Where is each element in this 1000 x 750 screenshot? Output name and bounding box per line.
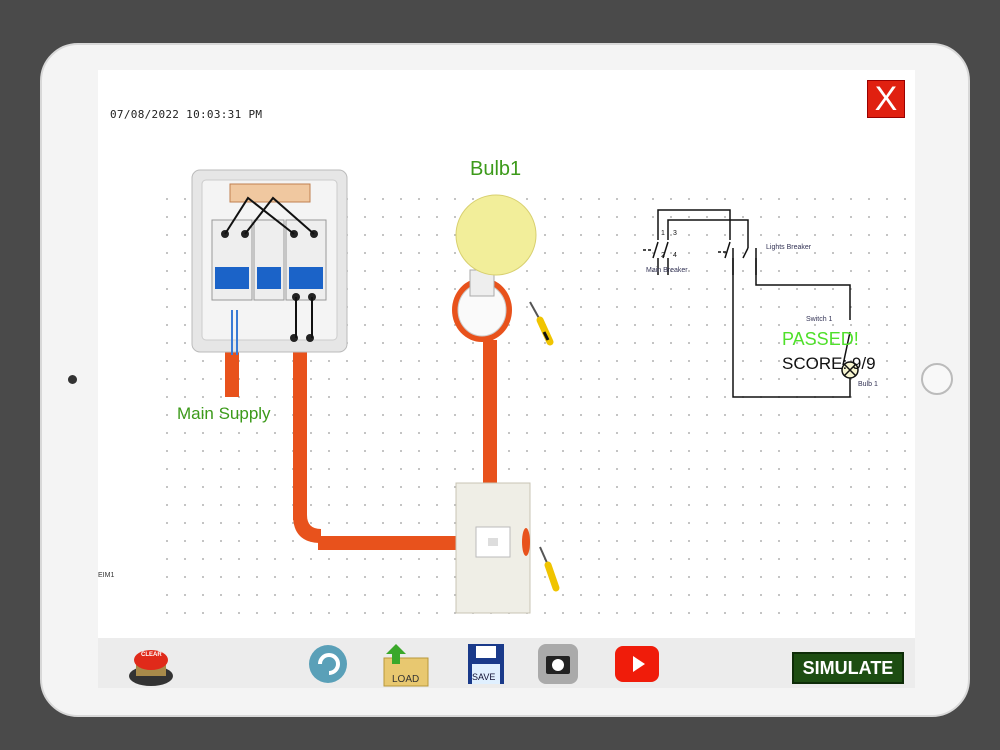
- bulb-schematic-label: Bulb 1: [858, 381, 878, 388]
- screwdriver-icon[interactable]: [539, 546, 560, 592]
- terminal-3: 3: [673, 230, 677, 237]
- simulate-button[interactable]: SIMULATE: [792, 652, 904, 684]
- terminal-4: 4: [673, 252, 677, 259]
- toolbar: CLEAR LOAD SAVE SIMULATE: [98, 638, 915, 688]
- floppy-icon: [468, 644, 504, 684]
- conduit-pipes: [225, 340, 497, 550]
- result-status: PASSED!: [782, 329, 859, 349]
- wiring-canvas: [191, 169, 859, 614]
- pipe-bulb-down: [483, 340, 497, 485]
- main-supply-label: Main Supply: [177, 404, 271, 423]
- clear-button-icon: [129, 650, 173, 686]
- lights-breaker-label: Lights Breaker: [766, 244, 812, 251]
- folder-icon: [383, 644, 429, 687]
- terminal-1: 1: [661, 230, 665, 237]
- circuit-schematic: [643, 209, 859, 398]
- wall-switch[interactable]: [455, 482, 531, 614]
- bulb-fixture[interactable]: [452, 194, 537, 342]
- datetime: 07/08/2022 10:03:31 PM: [110, 108, 263, 121]
- save-label: SAVE: [472, 672, 496, 682]
- play-icon: [615, 646, 659, 682]
- bulb-label: Bulb1: [470, 158, 522, 180]
- camera-icon: [538, 644, 578, 684]
- load-label: LOAD: [392, 674, 420, 685]
- save-button[interactable]: SAVE: [468, 644, 504, 684]
- undo-button[interactable]: [306, 644, 350, 684]
- workspace: 07/08/2022 10:03:31 PM X EIM1: [98, 70, 915, 688]
- clear-button[interactable]: CLEAR: [126, 644, 176, 686]
- video-button[interactable]: [615, 644, 659, 684]
- switch-label: Switch 1: [806, 316, 833, 323]
- main-breaker-label: Main Breaker: [646, 267, 688, 274]
- pipe-panel-down: [293, 350, 307, 520]
- clear-label: CLEAR: [141, 652, 162, 658]
- camera-dot: [68, 375, 77, 384]
- pipe-elbow: [293, 515, 321, 543]
- load-button[interactable]: LOAD: [380, 644, 432, 687]
- screwdriver-icon[interactable]: [529, 301, 554, 346]
- breaker-panel[interactable]: [191, 169, 348, 355]
- camera-button[interactable]: [538, 644, 578, 684]
- corner-label: EIM1: [98, 572, 115, 579]
- home-button[interactable]: [921, 363, 953, 395]
- undo-icon: [309, 645, 347, 683]
- pipe-to-switch: [318, 536, 463, 550]
- terminal-2: 2: [661, 252, 665, 259]
- main-supply-pipe: [225, 350, 239, 397]
- result-score: SCORE: 9/9: [782, 354, 876, 373]
- close-button[interactable]: X: [867, 80, 905, 118]
